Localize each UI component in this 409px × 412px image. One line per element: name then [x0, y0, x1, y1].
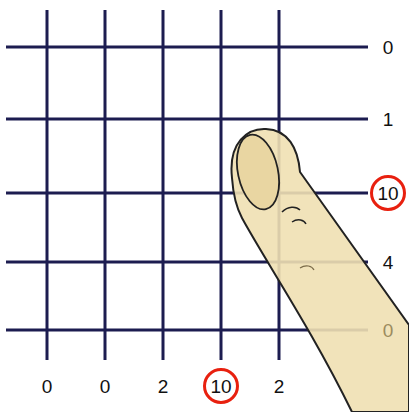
axis-value: 0 [383, 38, 394, 57]
axis-value: 10 [377, 184, 398, 203]
axis-value: 4 [383, 253, 394, 272]
highlight-circle: 10 [370, 175, 406, 211]
axis-value: 2 [274, 377, 285, 396]
axis-value: 0 [100, 377, 111, 396]
highlight-circle: 10 [203, 368, 239, 404]
axis-value: 2 [158, 377, 169, 396]
axis-value: 0 [383, 321, 394, 340]
axis-value: 1 [383, 110, 394, 129]
axis-value: 10 [210, 377, 231, 396]
axis-value: 0 [42, 377, 53, 396]
finger-illustration [231, 129, 409, 412]
